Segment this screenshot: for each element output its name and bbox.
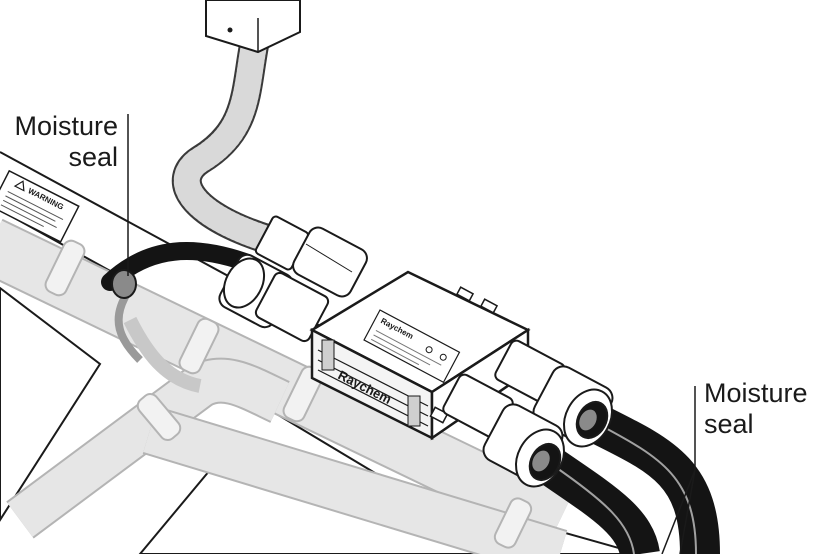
ground-symbol-icon xyxy=(425,346,433,354)
leader-lines xyxy=(127,114,696,554)
pipe-branch xyxy=(6,316,290,539)
callout-right-line2: seal xyxy=(704,409,754,439)
moisture-seal-left xyxy=(111,269,137,299)
cable-gland-right-lower xyxy=(442,373,565,488)
junction-box-top xyxy=(205,0,301,54)
warning-label: WARNING xyxy=(0,169,80,243)
moisture-seal-right-upper xyxy=(579,409,597,431)
moisture-seal-right-lower xyxy=(532,450,550,472)
callout-moisture-seal-left: Moisture seal xyxy=(0,111,118,173)
pipe-clamps xyxy=(44,239,533,549)
callout-moisture-seal-right: Moisture seal xyxy=(704,378,822,440)
pipe-lower xyxy=(142,406,568,554)
callout-right-line1: Moisture xyxy=(704,378,808,408)
conduit-fitting xyxy=(254,215,368,298)
heating-cables-right xyxy=(533,402,720,554)
callout-left-line2: seal xyxy=(68,142,118,172)
callout-left-line1: Moisture xyxy=(14,111,118,141)
warning-triangle-icon xyxy=(13,180,25,192)
flexible-conduit xyxy=(171,25,285,255)
cable-gland-left xyxy=(218,253,330,343)
